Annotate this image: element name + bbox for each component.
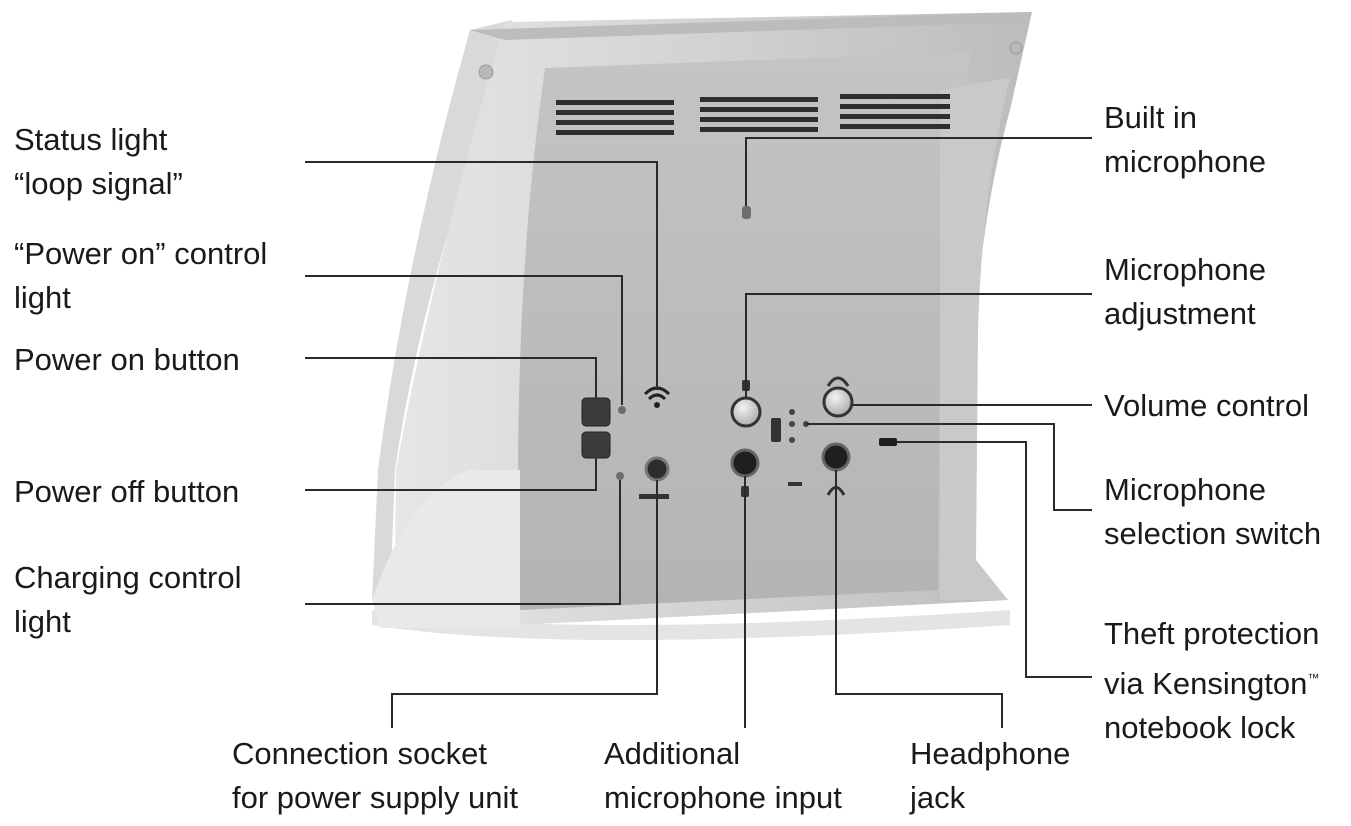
label-line: Charging control [14,560,242,595]
label-line: “loop signal” [14,166,183,201]
label-line: microphone input [604,780,842,815]
leader-power-off-button [305,458,597,491]
label-volume-control: Volume control [1104,384,1309,428]
label-power-on-button: Power on button [14,338,240,382]
label-line: selection switch [1104,516,1322,551]
label-line: via Kensington™ [1104,656,1319,706]
device-shadow [372,610,1010,640]
leader-lines [305,137,1092,728]
power-on-button [581,397,611,427]
trademark-mark: ™ [1307,671,1320,685]
leader-power-on-light [305,275,623,405]
label-connection-socket: Connection socket for power supply unit [232,732,518,820]
leader-connection-socket [391,480,658,728]
microphone-selection-switch [771,418,781,442]
power-on-light [618,406,626,414]
label-theft-protection: Theft protection via Kensington™ noteboo… [1104,612,1319,750]
label-line: adjustment [1104,296,1256,331]
leader-mic-selection [806,423,1092,511]
label-mic-selection: Microphone selection switch [1104,468,1321,556]
label-line: Headphone [910,736,1071,771]
label-line: Power on button [14,342,240,377]
kensington-slot [879,438,897,446]
leader-built-in-mic [745,137,1092,206]
label-mic-adjustment: Microphone adjustment [1104,248,1266,336]
label-line: notebook lock [1104,710,1296,745]
power-controls [581,386,671,499]
microphone-adjustment-knob [730,396,762,428]
label-line: Microphone [1104,472,1266,507]
built-in-microphone [742,206,751,219]
screw-right [1009,41,1023,55]
right-rail [940,78,1010,600]
label-status-light: Status light “loop signal” [14,118,183,206]
screw-left [478,64,494,80]
label-headphone-jack: Headphone jack [910,732,1070,820]
label-line: for power supply unit [232,780,519,815]
label-power-off-button: Power off button [14,470,239,514]
label-additional-mic: Additional microphone input [604,732,842,820]
label-power-on-light: “Power on” control light [14,232,267,320]
charging-light [616,472,624,480]
leader-power-on-button [305,357,597,398]
label-line: light [14,280,71,315]
additional-microphone-jack [730,448,760,478]
label-line: Built in [1104,100,1198,135]
leader-status-light [305,161,658,390]
bottom-foot [372,470,520,628]
label-line: Power off button [14,474,240,509]
label-line: Connection socket [232,736,488,771]
headphone-jack [821,442,851,472]
leader-mic-adjustment [745,293,1092,398]
power-supply-socket [644,456,670,482]
label-built-in-mic: Built in microphone [1104,96,1266,184]
label-line: Theft protection [1104,616,1320,651]
label-line: Volume control [1104,388,1310,423]
power-off-button [581,431,611,459]
label-line: light [14,604,71,639]
label-line: microphone [1104,144,1266,179]
label-line: Microphone [1104,252,1266,287]
device-housing [372,12,1032,640]
label-line: Additional [604,736,741,771]
vent-slots [556,94,950,135]
leader-headphone-jack [835,470,1003,728]
leader-theft-protection [897,441,1092,678]
label-line: “Power on” control [14,236,268,271]
label-charging-light: Charging control light [14,556,241,644]
volume-control-knob [822,386,854,418]
label-line: Status light [14,122,168,157]
label-line: jack [910,780,966,815]
housing-top-edge [470,12,1032,40]
label-text: via Kensington [1104,666,1308,701]
leader-charging-light [305,480,621,605]
housing-left-side [372,20,512,600]
